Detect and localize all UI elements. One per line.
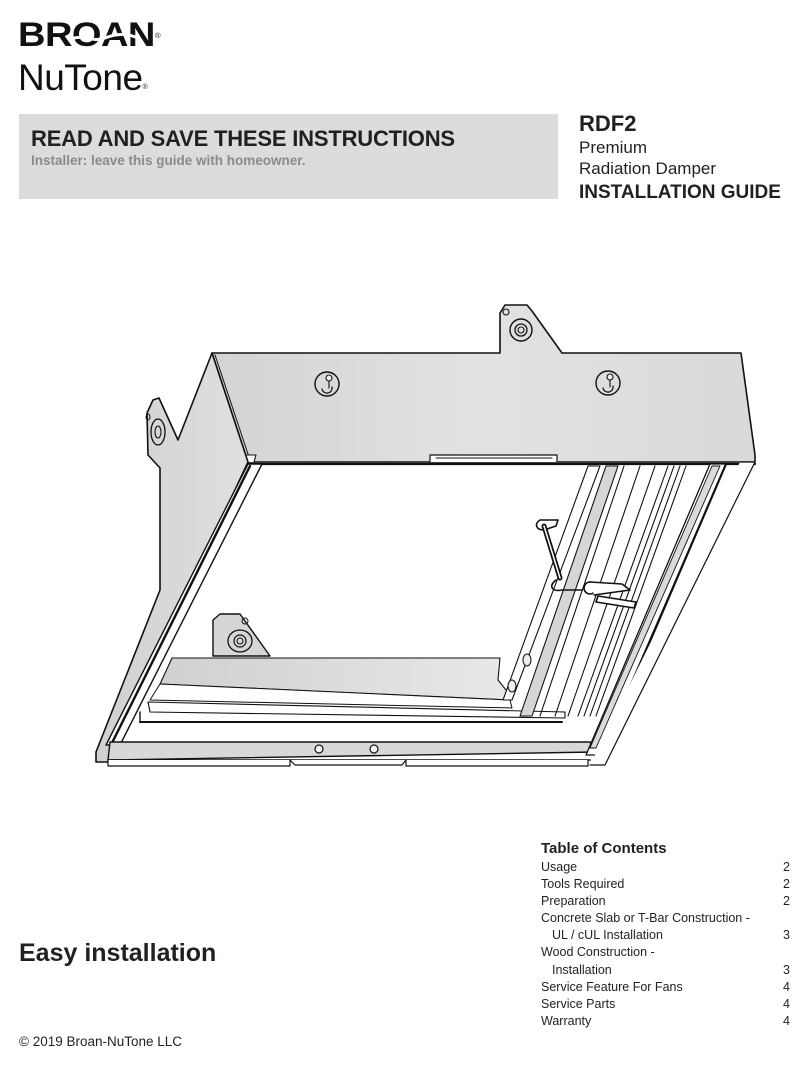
banner-subtitle: Installer: leave this guide with homeown… xyxy=(31,153,306,168)
toc-item-ul-cul-installation[interactable]: UL / cUL Installation 3 xyxy=(541,927,790,944)
toc-item-tools-required[interactable]: Tools Required 2 xyxy=(541,876,790,893)
toc-item-wood-construction[interactable]: Wood Construction - xyxy=(541,944,790,961)
product-line-2: Radiation Damper xyxy=(579,159,717,178)
toc-item-page: 4 xyxy=(783,979,790,994)
toc-item-label: Concrete Slab or T-Bar Construction - xyxy=(541,911,750,926)
toc-item-preparation[interactable]: Preparation 2 xyxy=(541,893,790,910)
blade-slats xyxy=(502,465,687,717)
nutone-text: NuTone xyxy=(18,57,143,98)
keyhole-left xyxy=(314,371,340,397)
toc-item-page: 3 xyxy=(783,962,790,977)
tagline: Easy installation xyxy=(19,939,217,967)
toc-item-page: 4 xyxy=(783,1013,790,1028)
toc-item-page: 3 xyxy=(783,928,790,943)
keyhole-right xyxy=(595,370,621,396)
toc-item-label: Service Feature For Fans xyxy=(541,979,683,994)
toc-item-label: Tools Required xyxy=(541,877,625,892)
toc-item-concrete-slab[interactable]: Concrete Slab or T-Bar Construction - xyxy=(541,910,790,927)
broan-swoosh-icon xyxy=(70,32,140,42)
registered-mark: ® xyxy=(142,84,148,91)
toc-item-label: UL / cUL Installation xyxy=(552,928,663,943)
damper-illustration xyxy=(95,304,757,767)
instructions-banner: READ AND SAVE THESE INSTRUCTIONS Install… xyxy=(19,114,558,199)
toc-item-service-feature[interactable]: Service Feature For Fans 4 xyxy=(541,979,790,996)
toc-title: Table of Contents xyxy=(541,840,667,857)
registered-mark: ® xyxy=(154,33,161,40)
toc-item-label: Installation xyxy=(552,962,612,977)
toc-item-installation[interactable]: Installation 3 xyxy=(541,962,790,979)
toc-item-service-parts[interactable]: Service Parts 4 xyxy=(541,996,790,1013)
toc-item-page: 2 xyxy=(783,894,790,909)
copyright: © 2019 Broan-NuTone LLC xyxy=(19,1034,183,1049)
toc-item-page: 2 xyxy=(783,877,790,892)
banner-title: READ AND SAVE THESE INSTRUCTIONS xyxy=(31,126,455,151)
document-type: INSTALLATION GUIDE xyxy=(579,182,781,203)
toc-list: Usage 2 Tools Required 2 Preparation 2 Conc… xyxy=(541,859,790,1030)
toc-item-usage[interactable]: Usage 2 xyxy=(541,859,790,876)
bottom-rail xyxy=(107,741,596,761)
toc-item-label: Warranty xyxy=(541,1013,592,1028)
top-panel xyxy=(211,304,756,463)
toc-item-label: Wood Construction - xyxy=(541,945,655,960)
toc-item-label: Service Parts xyxy=(541,996,616,1011)
toc-item-label: Preparation xyxy=(541,894,606,909)
product-line-1: Premium xyxy=(579,138,648,157)
toc-item-page: 2 xyxy=(783,860,790,874)
product-model: RDF2 xyxy=(579,111,637,136)
product-header: RDF2 Premium Radiation Damper INSTALLATI… xyxy=(579,111,781,206)
latch-chain-icon xyxy=(535,519,637,609)
toc-item-warranty[interactable]: Warranty 4 xyxy=(541,1013,790,1030)
toc-item-page: 4 xyxy=(783,996,790,1011)
table-of-contents: Table of Contents Usage 2 Tools Required 2… xyxy=(541,839,790,1030)
nutone-wordmark: NuTone® xyxy=(18,57,148,98)
toc-item-label: Usage xyxy=(541,860,578,874)
